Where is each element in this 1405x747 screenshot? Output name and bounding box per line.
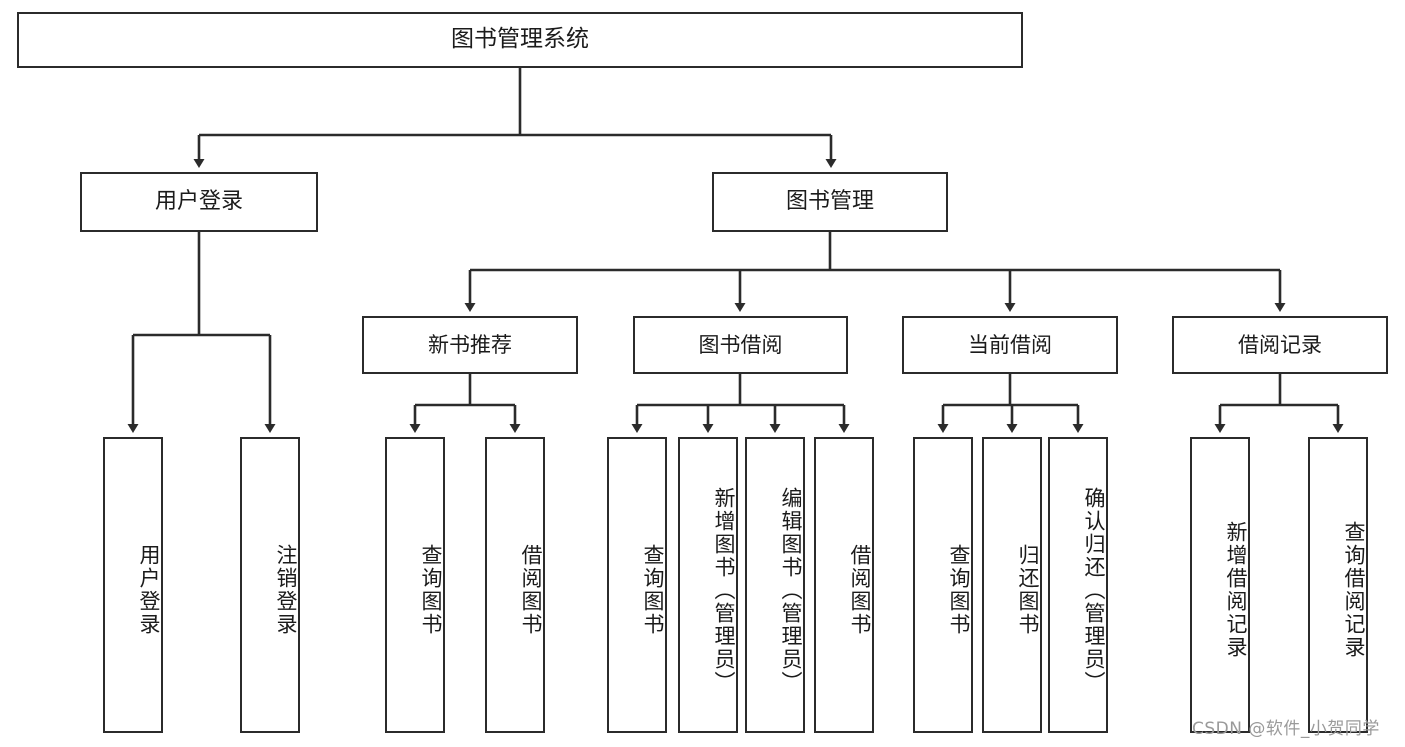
node-level2-borrow-record[interactable]: 借阅记录 — [1172, 316, 1388, 374]
node-level1-user-login[interactable]: 用户登录 — [80, 172, 318, 232]
leaf-label: 查询借阅记录 — [1342, 521, 1366, 659]
leaf-label: 借阅图书 — [848, 544, 872, 636]
leaf-label: 编辑图书（管理员） — [779, 486, 803, 694]
node-leaf-user-login[interactable]: 用户登录 — [103, 437, 163, 733]
node-leaf-query-borrow-record[interactable]: 查询借阅记录 — [1308, 437, 1368, 733]
leaf-label: 新增借阅记录 — [1224, 521, 1248, 659]
leaf-label: 归还图书 — [1016, 544, 1040, 636]
watermark-credit: CSDN @软件_小贺同学 — [1192, 719, 1380, 739]
node-leaf-add-borrow-record[interactable]: 新增借阅记录 — [1190, 437, 1250, 733]
node-leaf-add-book-admin[interactable]: 新增图书（管理员） — [678, 437, 738, 733]
node-leaf-confirm-return-admin[interactable]: 确认归还（管理员） — [1048, 437, 1108, 733]
node-leaf-query-book-recommend[interactable]: 查询图书 — [385, 437, 445, 733]
leaf-label: 借阅图书 — [519, 544, 543, 636]
leaf-label: 注销登录 — [274, 544, 298, 636]
leaf-label: 查询图书 — [641, 544, 665, 636]
node-leaf-return-book[interactable]: 归还图书 — [982, 437, 1042, 733]
node-leaf-borrow-book[interactable]: 借阅图书 — [814, 437, 874, 733]
node-leaf-logout[interactable]: 注销登录 — [240, 437, 300, 733]
node-level2-book-borrow[interactable]: 图书借阅 — [633, 316, 848, 374]
node-leaf-query-book-borrow[interactable]: 查询图书 — [607, 437, 667, 733]
node-leaf-borrow-book-recommend[interactable]: 借阅图书 — [485, 437, 545, 733]
node-root[interactable]: 图书管理系统 — [17, 12, 1023, 68]
node-level1-book-management[interactable]: 图书管理 — [712, 172, 948, 232]
leaf-label: 查询图书 — [947, 544, 971, 636]
leaf-label: 新增图书（管理员） — [712, 486, 736, 694]
node-leaf-query-book-current[interactable]: 查询图书 — [913, 437, 973, 733]
leaf-label: 确认归还（管理员） — [1082, 486, 1106, 694]
node-leaf-edit-book-admin[interactable]: 编辑图书（管理员） — [745, 437, 805, 733]
node-level2-new-book-recommend[interactable]: 新书推荐 — [362, 316, 578, 374]
node-level2-current-borrow[interactable]: 当前借阅 — [902, 316, 1118, 374]
leaf-label: 用户登录 — [137, 544, 161, 636]
leaf-label: 查询图书 — [419, 544, 443, 636]
